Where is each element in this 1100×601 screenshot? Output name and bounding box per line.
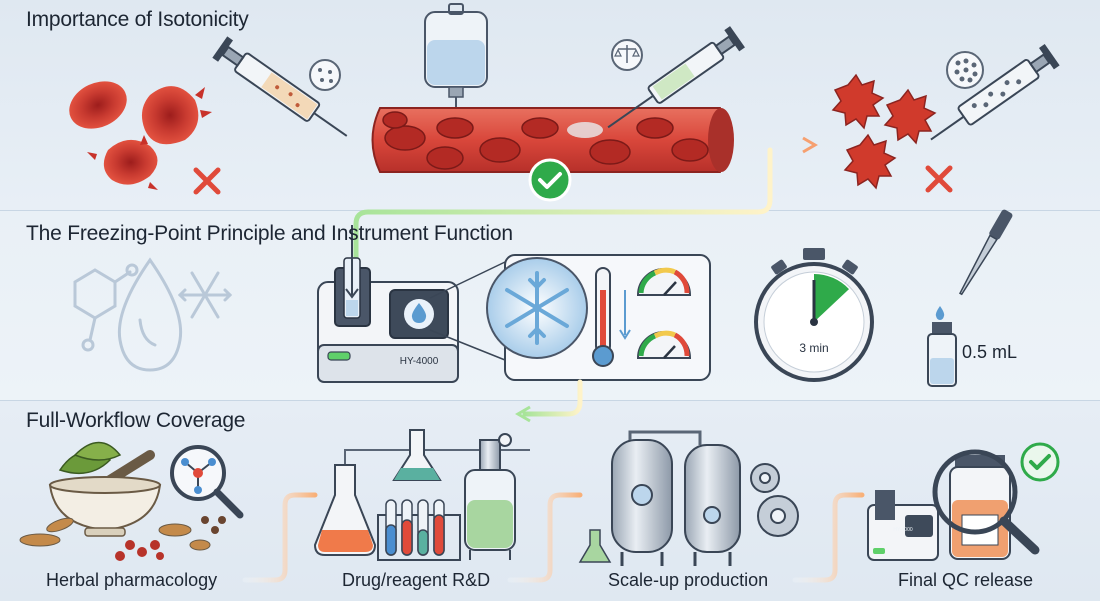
stage-label-production: Scale-up production (608, 570, 769, 590)
instrument-model-label: HY-4000 (400, 356, 439, 367)
magnifier-molecule-icon (170, 445, 244, 519)
gauge-icon (636, 330, 692, 359)
error-x-icon (193, 167, 221, 195)
section-title-freezing-point: The Freezing-Point Principle and Instrum… (26, 222, 513, 245)
stage-arrows (242, 492, 865, 583)
droplet-icon (935, 306, 945, 320)
section-title-workflow: Full-Workflow Coverage (26, 409, 246, 432)
qc-instrument-model-label: HY-4000 (893, 527, 912, 533)
flow-arrow (522, 379, 583, 417)
stage-label-herbal: Herbal pharmacology (46, 570, 218, 590)
sample-volume-label: 0.5 mL (962, 342, 1018, 362)
lysed-red-blood-cells (69, 81, 212, 190)
syringe-icon (930, 44, 1060, 141)
pipette-icon (959, 209, 1013, 296)
syringe-icon (607, 26, 745, 129)
sample-vial-icon (927, 322, 957, 387)
measurement-zoom-panel (486, 254, 711, 381)
particles-icon (946, 51, 984, 89)
section-title-isotonicity: Importance of Isotonicity (26, 8, 249, 31)
blood-vessel (371, 107, 734, 173)
snowflake-icon (505, 271, 569, 345)
stage-label-rnd: Drug/reagent R&D (342, 570, 491, 590)
stopwatch-icon (754, 248, 874, 382)
lab-glassware-icon (313, 429, 530, 561)
syringe-icon (212, 36, 348, 137)
osmometer-instrument (317, 225, 506, 383)
flow-arrow (353, 147, 773, 261)
gauge-icon (636, 267, 692, 296)
check-icon (528, 158, 572, 202)
qc-instrument-icon (867, 490, 939, 561)
thermometer-icon (592, 267, 631, 367)
particles-icon (309, 59, 341, 91)
iv-bag-icon (424, 3, 488, 112)
arrow-head-icon (802, 136, 818, 154)
magnifier-vial-icon (932, 449, 1040, 560)
crenated-red-blood-cells (831, 73, 937, 190)
check-badge-icon (1020, 442, 1060, 482)
molecule-drop-snowflake-icon (73, 257, 233, 372)
error-x-icon (925, 165, 953, 193)
timer-label: 3 min (799, 341, 828, 355)
stage-label-qc: Final QC release (898, 570, 1034, 590)
balance-scale-icon (611, 39, 643, 71)
arrow-head-icon (515, 405, 531, 423)
herbal-mortar-icon (19, 441, 226, 561)
gears-icon (750, 463, 799, 537)
production-tanks-icon (578, 430, 741, 566)
